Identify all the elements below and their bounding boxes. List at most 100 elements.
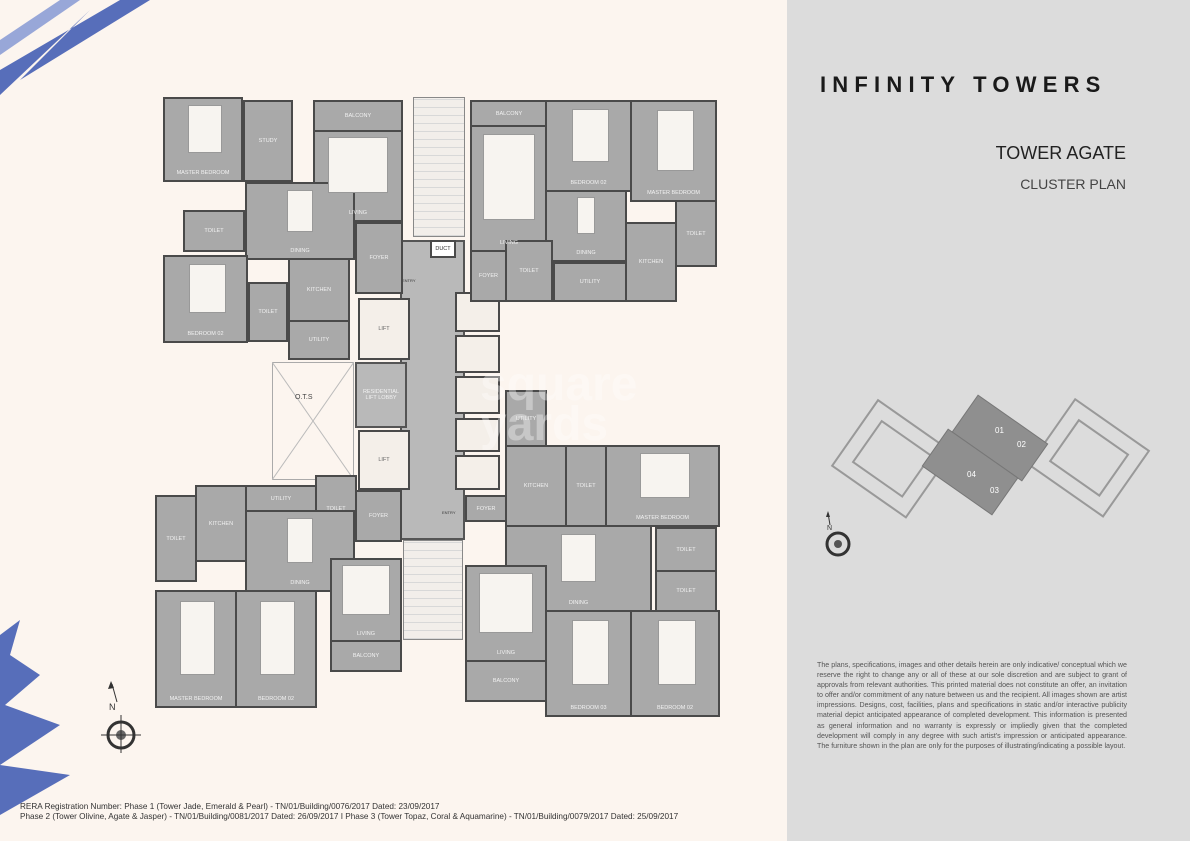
room-dining: DINING	[245, 182, 355, 260]
room-label: LIVING	[348, 210, 368, 216]
room-toilet: TOILET	[655, 570, 717, 612]
lift-top: LIFT	[358, 298, 410, 360]
brush-stroke-bottom	[0, 615, 70, 815]
staircase-top	[413, 97, 465, 237]
room-label: STUDY	[258, 138, 278, 144]
sofa-furniture	[327, 137, 389, 194]
room-master-bedroom: MASTER BEDROOM	[163, 97, 243, 182]
room-bedroom-02: BEDROOM 02	[630, 610, 720, 717]
unit-01: 01	[995, 426, 1004, 435]
rera-line-1: RERA Registration Number: Phase 1 (Tower…	[20, 802, 440, 811]
room-living: LIVING	[470, 125, 548, 252]
room-label: DINING	[290, 248, 310, 254]
dining-table	[287, 189, 313, 232]
room-label: KITCHEN	[638, 259, 664, 265]
room-master-bedroom: MASTER BEDROOM	[605, 445, 720, 527]
room-label: MASTER BEDROOM	[176, 170, 230, 176]
room-master-bedroom: MASTER BEDROOM	[155, 590, 237, 708]
bed-furniture	[571, 620, 610, 686]
room-toilet: TOILET	[655, 527, 717, 572]
room-bedroom-02: BEDROOM 02	[545, 100, 632, 192]
room-toilet: TOILET	[248, 282, 288, 342]
project-title: INFINITY TOWERS	[820, 72, 1107, 97]
room-balcony: BALCONY	[470, 100, 548, 127]
room-balcony: BALCONY	[465, 660, 547, 702]
ots-void	[272, 362, 354, 480]
north-label: N	[109, 702, 116, 712]
room-label: TOILET	[676, 588, 696, 594]
north-label: N	[827, 525, 832, 532]
room-bedroom-03: BEDROOM 03	[545, 610, 632, 717]
rera-registration: RERA Registration Number: Phase 1 (Tower…	[20, 802, 678, 822]
room-label: MASTER BEDROOM	[647, 190, 700, 196]
room-label: MASTER BEDROOM	[636, 515, 689, 521]
room-label: LIVING	[499, 240, 519, 246]
room-label: TOILET	[676, 546, 696, 553]
bed-furniture	[640, 453, 691, 499]
cluster-tower-agate	[921, 394, 1049, 516]
brush-stroke-top	[0, 0, 150, 95]
room-label: TOILET	[326, 505, 346, 512]
room-foyer: FOYER	[355, 222, 403, 294]
room-label: BEDROOM 03	[570, 705, 607, 711]
room-label: BALCONY	[344, 113, 372, 119]
room-foyer: FOYER	[470, 250, 507, 302]
room-label: KITCHEN	[208, 520, 234, 527]
room-label: BEDROOM 02	[187, 331, 224, 337]
lift-bottom: LIFT	[358, 430, 410, 490]
room-label: UTILITY	[270, 495, 292, 502]
room-label: FOYER	[476, 505, 496, 512]
room-toilet: TOILET	[565, 445, 607, 527]
room-utility: UTILITY	[553, 262, 627, 302]
room-label: KITCHEN	[523, 483, 549, 489]
room-label: BALCONY	[492, 678, 520, 684]
room-label: UTILITY	[579, 279, 601, 285]
room-kitchen: KITCHEN	[288, 258, 350, 322]
cluster-plan: 01 02 03 04	[830, 394, 1151, 519]
unit-04: 04	[967, 470, 976, 479]
compass-icon: N	[825, 511, 851, 557]
shaft-5	[455, 455, 500, 490]
room-label: TOILET	[519, 268, 539, 274]
sofa-furniture	[483, 134, 535, 221]
room-label: BEDROOM 02	[656, 705, 694, 711]
bed-furniture	[260, 601, 296, 675]
room-living: LIVING	[465, 565, 547, 662]
duct: DUCT	[430, 240, 456, 258]
floor-plan: LIFT RESIDENTIAL LIFT LOBBY LIFT DUCT O.…	[155, 97, 720, 717]
room-bedroom-02: BEDROOM 02	[163, 255, 248, 343]
entry-label: ENTRY	[442, 510, 456, 515]
room-balcony: BALCONY	[313, 100, 403, 132]
room-label: MASTER BEDROOM	[169, 696, 223, 702]
room-label: TOILET	[686, 230, 706, 237]
bed-furniture	[571, 109, 610, 162]
room-label: TOILET	[576, 483, 596, 489]
room-label: BEDROOM 02	[257, 696, 295, 702]
unit-02: 02	[1017, 440, 1026, 449]
room-label: DINING	[568, 600, 589, 606]
room-label: FOYER	[479, 273, 498, 279]
room-label: UTILITY	[515, 415, 537, 422]
room-master-bedroom: MASTER BEDROOM	[630, 100, 717, 202]
room-label: BEDROOM 02	[570, 180, 607, 186]
bed-furniture	[187, 105, 222, 153]
dining-table	[287, 518, 313, 564]
room-label: DINING	[576, 250, 596, 256]
rera-line-2: Phase 2 (Tower Olivine, Agate & Jasper) …	[20, 812, 679, 821]
room-label: UTILITY	[308, 337, 330, 343]
room-living: LIVING	[330, 558, 402, 643]
room-toilet: TOILET	[675, 200, 717, 267]
shaft-2	[455, 335, 500, 373]
staircase-bottom	[403, 540, 463, 640]
room-balcony: BALCONY	[330, 640, 402, 672]
shaft-4	[455, 418, 500, 452]
entry-label: ENTRY	[402, 278, 416, 283]
room-label: FOYER	[369, 513, 388, 519]
cluster-tower-right	[1027, 397, 1151, 518]
sofa-furniture	[342, 564, 390, 615]
bed-furniture	[180, 601, 216, 675]
room-label: DINING	[290, 580, 310, 586]
room-label: KITCHEN	[306, 287, 332, 293]
disclaimer-text: The plans, specifications, images and ot…	[817, 661, 1127, 750]
room-label: LIVING	[496, 650, 516, 656]
